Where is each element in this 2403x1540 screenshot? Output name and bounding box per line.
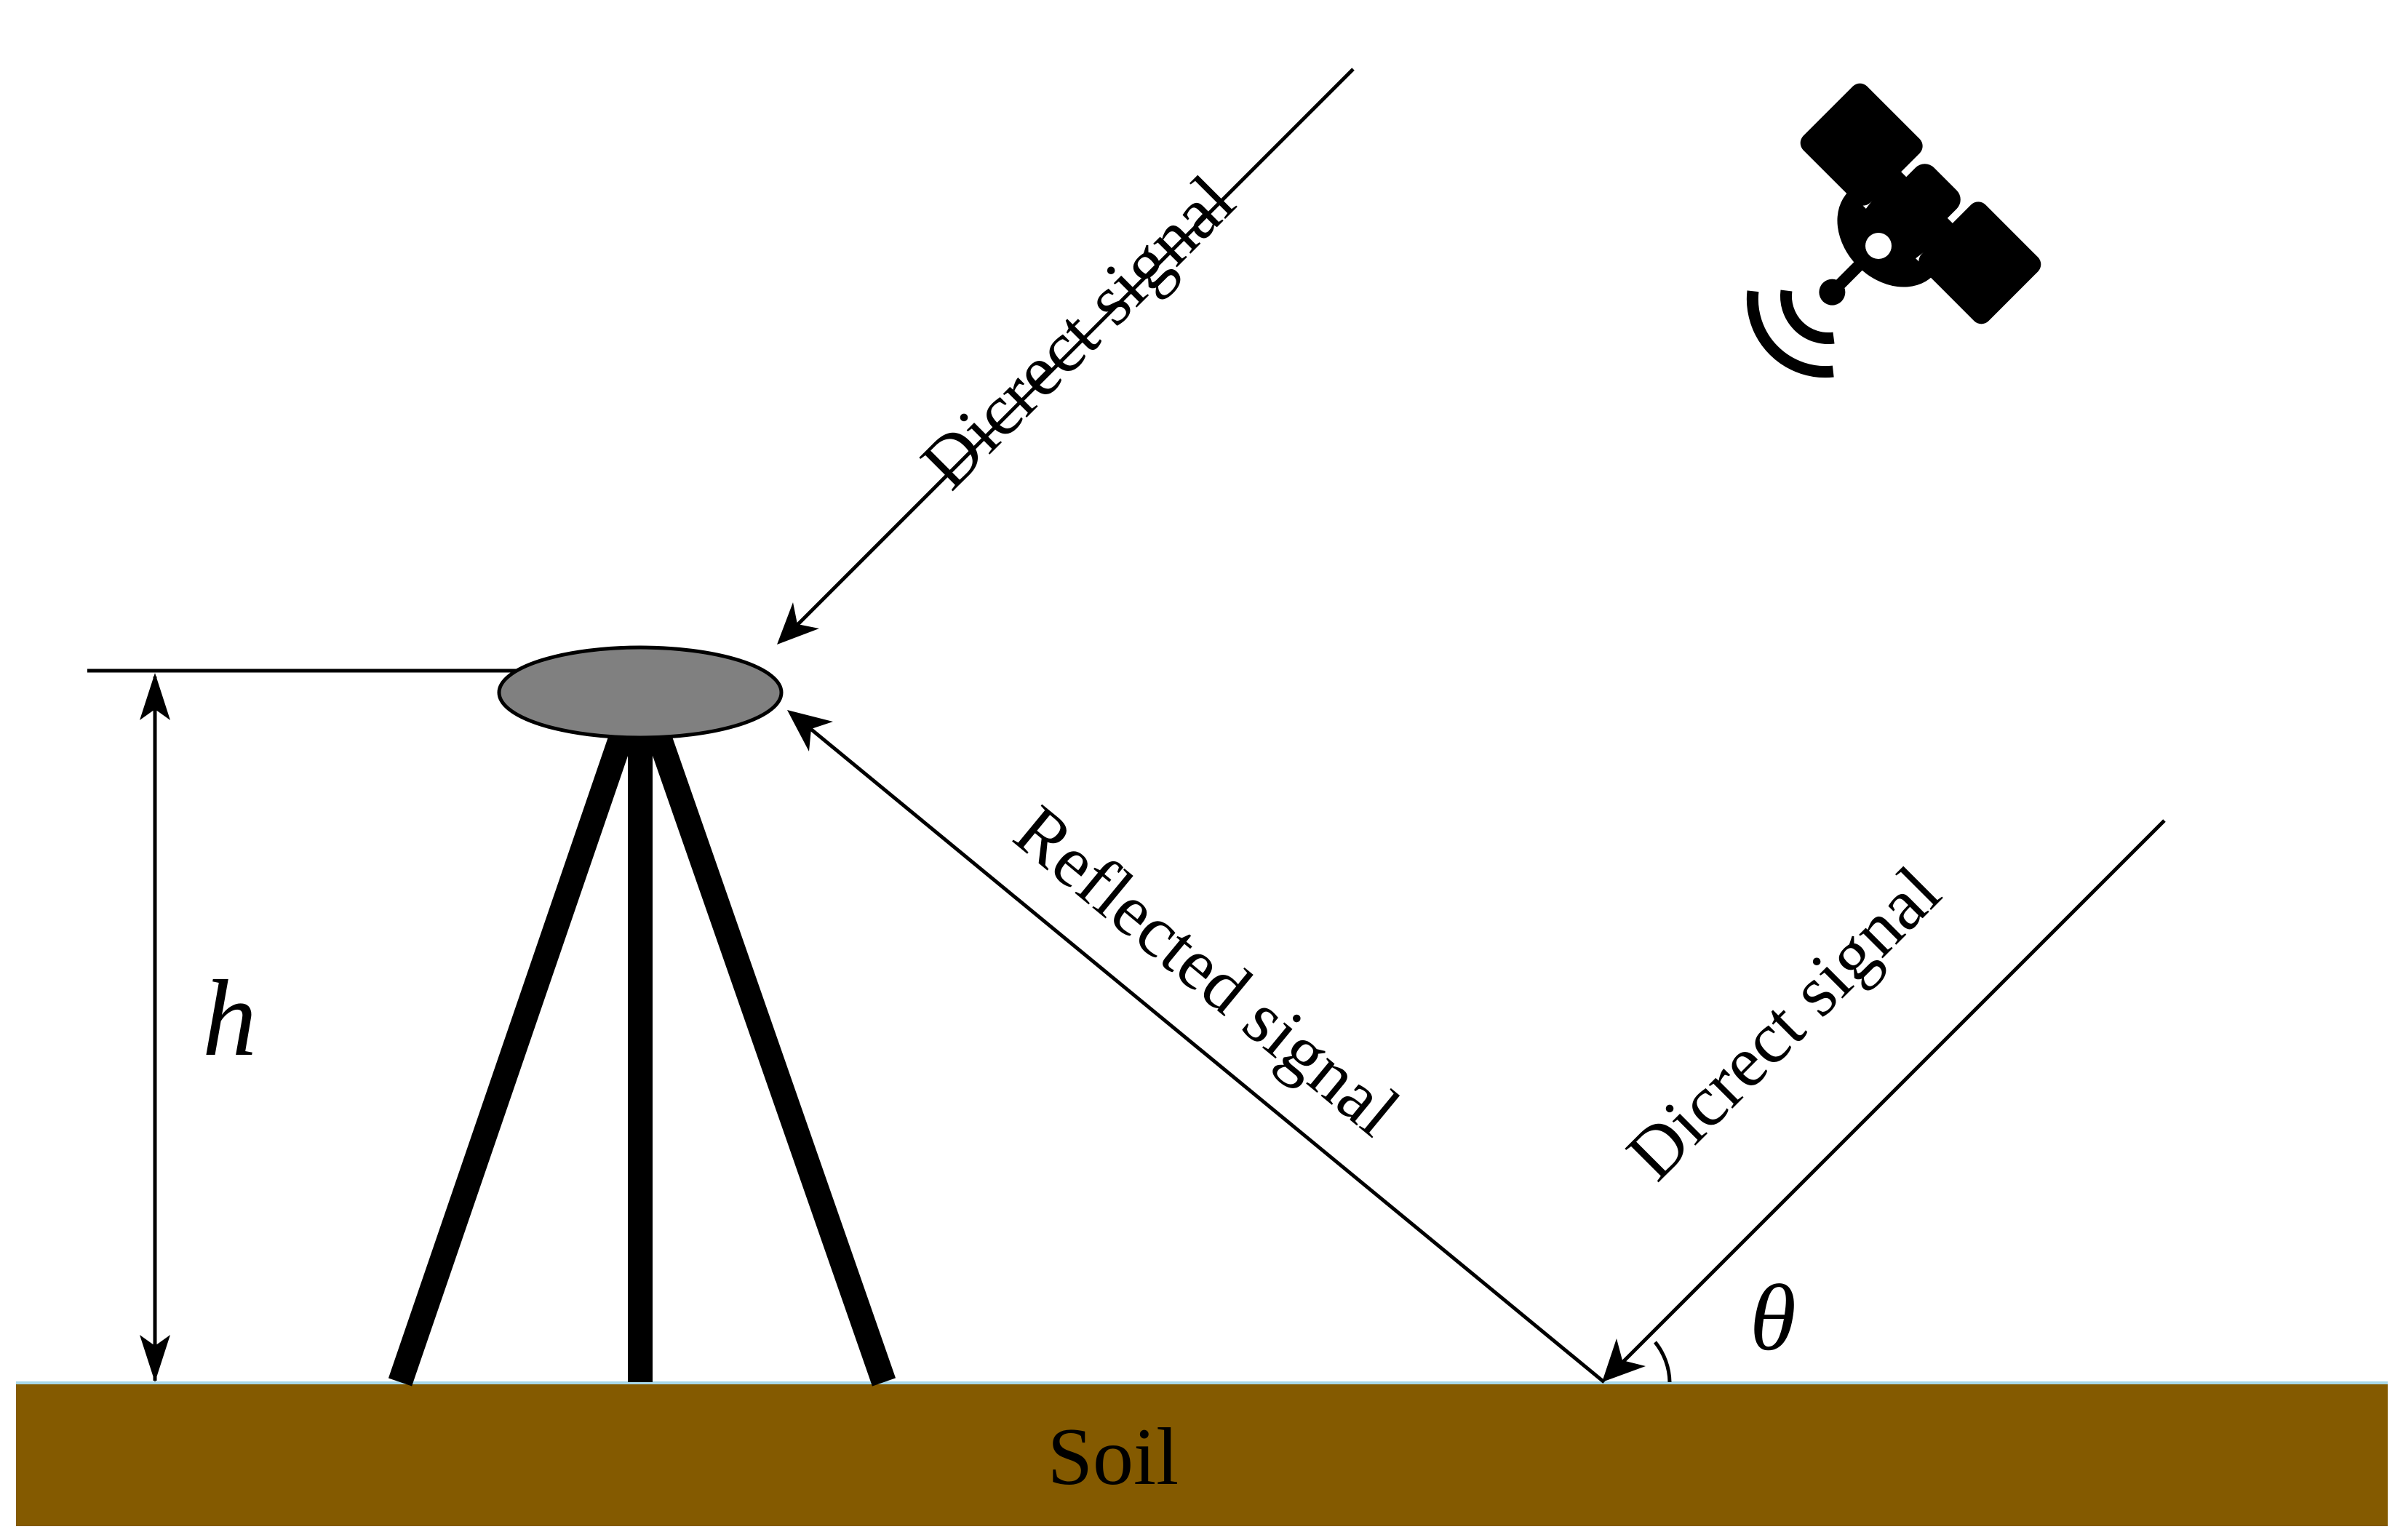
- tripod: [388, 730, 896, 1387]
- ground-signal-arrowhead: [1602, 1338, 1646, 1382]
- direct-signal-label-bottom: Dicrect signal: [1611, 851, 1956, 1195]
- reflected-signal-label: Reflected signal: [1000, 790, 1414, 1152]
- height-arrowhead-top: [140, 673, 170, 720]
- elevation-angle: θ: [1654, 1266, 1796, 1383]
- direct-signal-label-top: Dicrect signal: [906, 160, 1250, 504]
- soil-label: Soil: [1048, 1412, 1179, 1502]
- gnss-antenna: [497, 645, 784, 740]
- height-arrowhead-bottom: [140, 1335, 170, 1382]
- height-dimension: h: [87, 669, 524, 1382]
- satellite-icon: [1746, 83, 2041, 378]
- tripod-left-leg: [388, 730, 634, 1387]
- direct-signal-to-ground: Dicrect signal: [1602, 819, 2166, 1382]
- direct-signal-arrowhead: [777, 602, 819, 645]
- theta-label: θ: [1750, 1266, 1796, 1371]
- angle-arc: [1654, 1341, 1672, 1383]
- direct-signal-to-antenna: Dicrect signal: [777, 68, 1355, 645]
- reflected-signal-arrowhead: [787, 710, 833, 751]
- soil-ground: Soil: [16, 1381, 2388, 1526]
- height-label: h: [202, 958, 257, 1079]
- reflected-signal: Reflected signal: [787, 710, 1606, 1384]
- tripod-right-leg: [646, 730, 896, 1387]
